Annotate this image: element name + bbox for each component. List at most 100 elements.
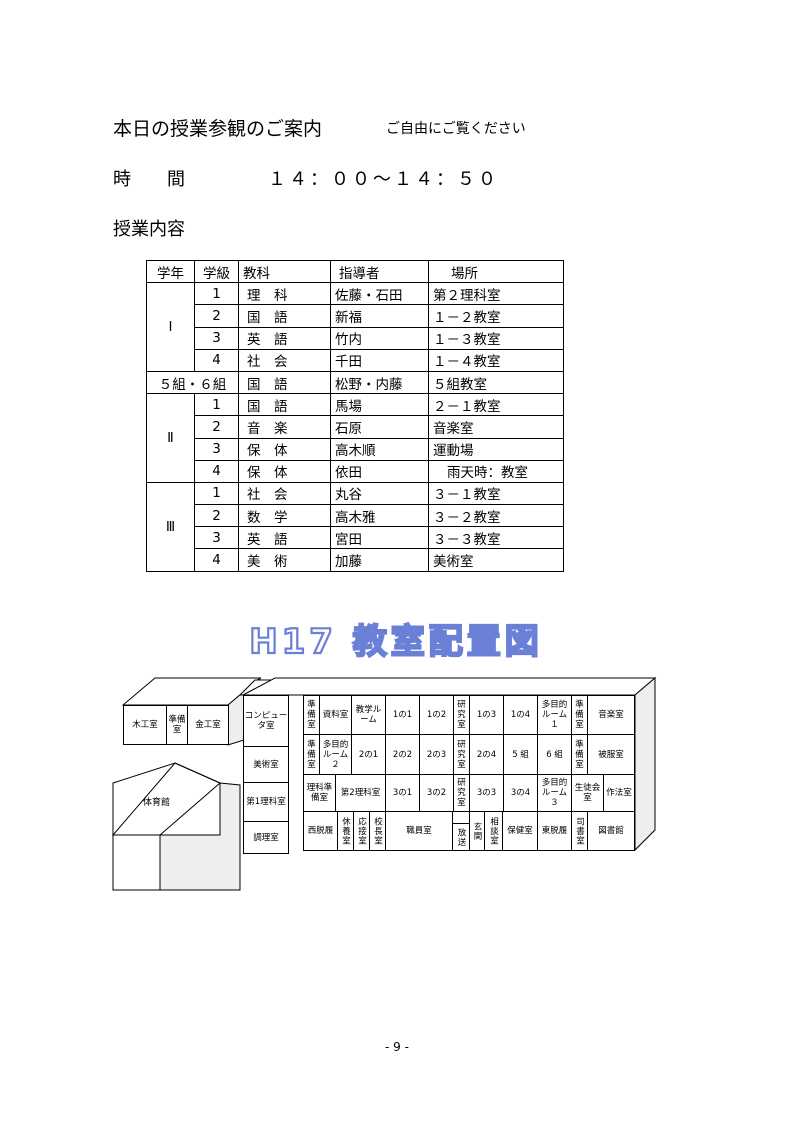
subject-cell: 社 会 (238, 481, 331, 506)
class-cell: 3 (194, 326, 239, 350)
subject-cell: 国 語 (238, 304, 331, 328)
room: 司書室 (571, 811, 588, 851)
room: 2の3 (419, 734, 454, 775)
table-header-row: 学年 学級 教科 指導者 場所 (146, 259, 564, 284)
place-cell: 雨天時：教室 (428, 459, 564, 483)
room: 東脱履 (537, 811, 572, 851)
room: 準備室 (571, 695, 588, 735)
teacher-cell: 馬場 (330, 393, 429, 417)
subject-cell: 社 会 (238, 348, 331, 372)
page-subtitle: ご自由にご覧ください (386, 121, 526, 137)
teacher-cell: 丸谷 (330, 481, 429, 506)
room: 2の1 (351, 734, 386, 775)
place-cell: 第２理科室 (428, 282, 564, 306)
room-wood: 木工室 (123, 705, 167, 745)
room: 1の3 (469, 695, 504, 735)
place-cell: １－２教室 (428, 304, 564, 328)
room: 2の2 (385, 734, 420, 775)
place-cell: １－４教室 (428, 348, 564, 372)
room: 1の1 (385, 695, 420, 735)
room: 1の2 (419, 695, 454, 735)
room: 3の4 (503, 774, 538, 812)
table-row: 4 保 体 依田 雨天時：教室 (147, 459, 564, 483)
room: 保健室 (502, 811, 538, 851)
floor-plan: 木工室 準備室 金工室 体育館 コンピュータ室 美術室 第1理科室 調理室 準備… (110, 675, 670, 905)
schedule-table: 学年 学級 教科 指導者 場所 Ⅰ 1 理 科 佐藤・石田 第２理科室 2 国 … (146, 259, 564, 572)
subject-cell: 数 学 (238, 504, 331, 528)
class-cell: 2 (194, 415, 239, 439)
room: 3の3 (469, 774, 504, 812)
table-row: 2 音 楽 石原 音楽室 (147, 415, 564, 439)
teacher-cell: 千田 (330, 348, 429, 372)
place-cell: ５組教室 (428, 370, 564, 395)
table-row: 3 英 語 宮田 ３－３教室 (147, 526, 564, 550)
subject-cell: 音 楽 (238, 415, 331, 439)
table-row: Ⅰ 1 理 科 佐藤・石田 第２理科室 (146, 282, 564, 372)
room: 研究室 (453, 734, 470, 775)
place-cell: ２－１教室 (428, 393, 564, 417)
header-teacher: 指導者 (330, 259, 429, 284)
room: 理科準備室 (303, 774, 336, 812)
room-metal: 金工室 (187, 705, 229, 745)
room-science1: 第1理科室 (243, 782, 289, 822)
room: 放送 (452, 823, 470, 851)
room-cooking: 調理室 (243, 821, 289, 854)
class-cell: 4 (194, 348, 239, 372)
teacher-cell: 松野・内藤 (330, 370, 429, 395)
teacher-cell: 高木雅 (330, 504, 429, 528)
teacher-cell: 竹内 (330, 326, 429, 350)
plan-outline (111, 676, 657, 891)
room: 第2理科室 (335, 774, 386, 812)
room: 資料室 (319, 695, 352, 735)
teacher-cell: 宮田 (330, 526, 429, 550)
class-cell: 1 (194, 282, 239, 306)
room-staff: 職員室 (385, 811, 453, 851)
table-row: Ⅱ 1 国 語 馬場 ２－１教室 (146, 393, 564, 483)
room: 5 組 (503, 734, 538, 775)
table-row: 3 保 体 高木順 運動場 (147, 437, 564, 461)
room: 生徒会室 (571, 774, 604, 812)
place-cell: 美術室 (428, 548, 564, 572)
table-row: Ⅲ 1 社 会 丸谷 ３－１教室 (146, 481, 564, 572)
subject-cell: 英 語 (238, 326, 331, 350)
room: 教学ルーム (351, 695, 386, 735)
subject-cell: 理 科 (238, 282, 331, 306)
room-library: 図書館 (587, 811, 635, 851)
time-value: １４：００～１４：５０ (268, 169, 499, 190)
page-number: - 9 - (385, 1040, 409, 1054)
time-label: 時 間 (113, 169, 185, 190)
teacher-cell: 石原 (330, 415, 429, 439)
room: 西脱履 (303, 811, 338, 851)
header-subject: 教科 (238, 259, 331, 284)
place-cell: ３－２教室 (428, 504, 564, 528)
room: 多目的ルーム２ (319, 734, 352, 775)
room-art: 美術室 (243, 746, 289, 783)
room: 音楽室 (587, 695, 635, 735)
place-cell: ３－３教室 (428, 526, 564, 550)
teacher-cell: 新福 (330, 304, 429, 328)
room: 3の1 (385, 774, 420, 812)
table-row: 3 英 語 竹内 １－３教室 (147, 326, 564, 350)
banner-text: H17 教室配置図 (249, 622, 543, 661)
class-cell: 4 (194, 548, 239, 572)
teacher-cell: 依田 (330, 459, 429, 483)
grade-cell: Ⅲ (146, 481, 195, 572)
class-cell: 3 (194, 437, 239, 461)
room: 準備室 (571, 734, 588, 775)
place-cell: １－３教室 (428, 326, 564, 350)
page-title: 本日の授業参観のご案内 (113, 118, 323, 140)
class-cell: 2 (194, 304, 239, 328)
subject-cell: 国 語 (238, 393, 331, 417)
subject-cell: 美 術 (238, 548, 331, 572)
place-cell: 音楽室 (428, 415, 564, 439)
room: 3の2 (419, 774, 454, 812)
room: 相談室 (484, 811, 503, 851)
special-class-cell: ５組・６組 (146, 370, 239, 395)
room: 校長室 (369, 811, 386, 851)
room-entrance: 玄関 (469, 811, 485, 851)
table-row: ５組・６組 国 語 松野・内藤 ５組教室 (146, 370, 564, 395)
room: 研究室 (453, 774, 470, 812)
teacher-cell: 佐藤・石田 (330, 282, 429, 306)
class-cell: 1 (194, 481, 239, 506)
room: 2の4 (469, 734, 504, 775)
